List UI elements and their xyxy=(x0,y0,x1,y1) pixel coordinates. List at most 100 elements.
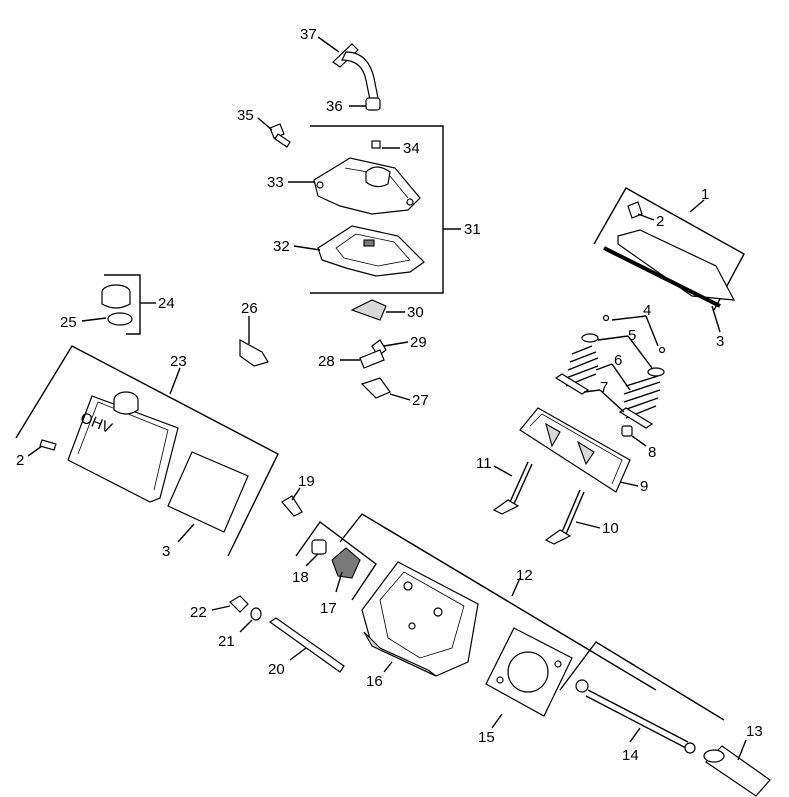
valve-lifter xyxy=(703,745,771,797)
callout-22: 22 xyxy=(190,604,207,621)
screw-2-right xyxy=(627,201,643,219)
bracket-24 xyxy=(104,274,141,335)
bracket-1 xyxy=(593,187,745,311)
callout-29: 29 xyxy=(410,334,427,351)
callout-19: 19 xyxy=(298,473,315,490)
valve-cover: OHV xyxy=(67,391,179,503)
callout-32: 32 xyxy=(273,238,290,255)
callout-30: 30 xyxy=(407,304,424,321)
leader-3-right xyxy=(711,305,721,333)
rocker-17 xyxy=(331,547,361,579)
bracket-31 xyxy=(310,125,444,294)
callout-26: 26 xyxy=(241,300,258,317)
callout-14: 14 xyxy=(622,747,639,764)
rocker-housing xyxy=(519,407,631,493)
leader-5 xyxy=(597,335,629,341)
keeper-b xyxy=(658,346,666,354)
bracket-17-18 xyxy=(295,521,377,601)
rocker-cover-right xyxy=(617,229,736,301)
leader-2-left xyxy=(27,445,43,457)
filter-pad xyxy=(350,299,387,321)
leader-29 xyxy=(383,341,409,347)
bracket-14 xyxy=(559,641,725,721)
leader-9 xyxy=(619,481,639,487)
valve-seal-a xyxy=(554,373,590,395)
cover-gasket-right xyxy=(603,246,721,308)
leader-35 xyxy=(257,117,273,131)
leader-8 xyxy=(631,435,647,447)
callout-16: 16 xyxy=(366,673,383,690)
callout-36: 36 xyxy=(326,98,343,115)
callout-6: 6 xyxy=(614,352,622,369)
callout-8: 8 xyxy=(648,444,656,461)
callout-21: 21 xyxy=(218,633,235,650)
callout-1: 1 xyxy=(701,186,709,203)
o-ring-25 xyxy=(107,312,133,326)
leader-1 xyxy=(689,199,705,213)
callout-3-left: 3 xyxy=(162,543,170,560)
cover-gasket-left xyxy=(167,451,249,533)
hose-clamp xyxy=(365,97,381,111)
callout-25: 25 xyxy=(60,314,77,331)
callout-9: 9 xyxy=(640,478,648,495)
callout-4: 4 xyxy=(643,302,651,319)
callout-27: 27 xyxy=(412,392,429,409)
callout-2-left: 2 xyxy=(16,452,24,469)
bracket-23 xyxy=(15,345,279,557)
leader-32 xyxy=(293,245,321,251)
leader-19 xyxy=(291,487,301,501)
callout-31: 31 xyxy=(464,221,481,238)
leader-16 xyxy=(383,661,393,673)
callout-23: 23 xyxy=(170,353,187,370)
bracket-26 xyxy=(239,338,269,367)
callout-33: 33 xyxy=(267,174,284,191)
callout-11: 11 xyxy=(476,455,492,472)
leader-15 xyxy=(491,713,503,729)
leader-11 xyxy=(493,465,513,477)
leader-6 xyxy=(595,363,613,371)
nut-22 xyxy=(229,595,249,613)
valve-cap-8 xyxy=(621,425,633,437)
callout-17: 17 xyxy=(320,600,337,617)
leader-13 xyxy=(737,739,747,761)
screw-2-left xyxy=(39,439,57,451)
leader-21 xyxy=(239,619,253,633)
breather-cover xyxy=(313,157,421,215)
bolt-19 xyxy=(281,495,303,517)
breather-gasket xyxy=(317,225,425,277)
cylinder-head xyxy=(361,561,479,677)
callout-13: 13 xyxy=(746,723,763,740)
leader-37 xyxy=(317,36,340,53)
leader-4 xyxy=(611,315,647,321)
leader-17 xyxy=(335,571,343,593)
leader-27 xyxy=(389,393,411,401)
callout-34: 34 xyxy=(403,140,420,157)
clip-27 xyxy=(360,377,391,399)
callout-18: 18 xyxy=(292,569,309,586)
leader-25 xyxy=(81,317,107,322)
leader-10 xyxy=(575,521,601,529)
valve-seal-b xyxy=(618,407,654,429)
oil-fill-cap xyxy=(101,284,131,309)
leader-14 xyxy=(629,727,641,743)
callout-24: 24 xyxy=(158,295,175,312)
valve-11 xyxy=(492,461,533,515)
leader-18 xyxy=(305,553,319,567)
keeper-a xyxy=(602,314,610,322)
callout-2-right: 2 xyxy=(656,213,664,230)
leader-6b xyxy=(611,363,631,391)
push-rod xyxy=(575,679,696,754)
leader-4b xyxy=(645,315,659,347)
leader-3-left xyxy=(177,523,195,543)
nut-34 xyxy=(371,140,381,149)
callout-7: 7 xyxy=(600,379,608,396)
screw-35 xyxy=(269,123,291,148)
leader-20 xyxy=(289,647,307,661)
bracket-12 xyxy=(339,513,657,691)
callout-35: 35 xyxy=(237,107,254,124)
leader-7b xyxy=(599,389,625,413)
retainer-b xyxy=(647,367,665,377)
callout-12: 12 xyxy=(516,567,533,584)
leader-2-right xyxy=(637,213,655,221)
